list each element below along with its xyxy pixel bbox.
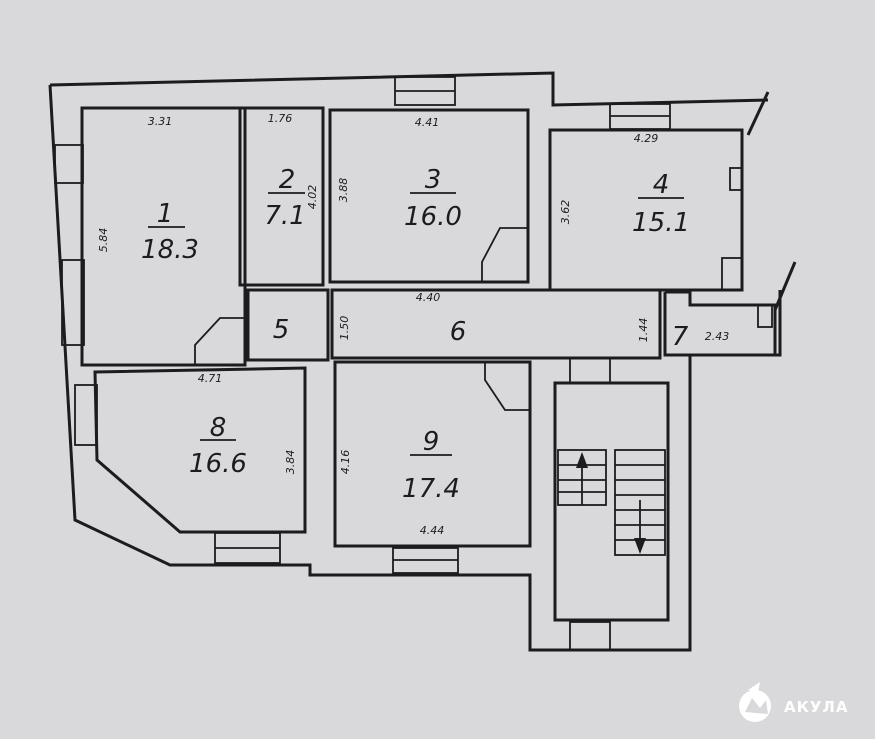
room-5-number: 5 <box>273 315 290 345</box>
outer-wall-break <box>773 261 797 311</box>
room-1-area: 18.3 <box>141 235 199 265</box>
room-1-number: 1 <box>157 199 174 229</box>
room-2-area: 7.1 <box>264 201 305 231</box>
room-6-outline <box>330 288 662 360</box>
room-2-width: 1.76 <box>268 112 293 125</box>
outer-wall-left <box>48 84 782 652</box>
arrow-down-icon-head <box>634 538 646 554</box>
label-dividers <box>148 192 684 456</box>
room-8-area: 16.6 <box>189 449 247 479</box>
room-9-number: 9 <box>423 427 440 457</box>
room-4-length: 3.62 <box>559 200 572 225</box>
room-3-length: 3.88 <box>337 178 350 203</box>
room-1-outline <box>80 106 247 367</box>
room-4-width: 4.29 <box>634 132 659 145</box>
room-8-length: 3.84 <box>284 450 297 475</box>
room-9-length: 4.16 <box>339 450 352 475</box>
room-7-outline <box>663 290 777 357</box>
room-9-corner <box>484 362 530 411</box>
room-2-length: 4.02 <box>306 185 319 210</box>
room-9-width: 4.44 <box>420 524 445 537</box>
room-3-area: 16.0 <box>404 202 462 232</box>
outer-wall-break <box>746 91 770 136</box>
room-6-right-length: 1.44 <box>637 318 650 343</box>
room-3-outline <box>328 108 530 284</box>
room-6-left-length: 1.50 <box>338 316 351 341</box>
room-3-width: 4.41 <box>415 116 440 129</box>
room-4-area: 15.1 <box>632 208 690 238</box>
room-8-outline <box>93 366 307 534</box>
room-1-corner <box>194 317 245 365</box>
room-8-width: 4.71 <box>198 372 223 385</box>
room-6-width: 4.40 <box>416 291 441 304</box>
room-4-number: 4 <box>653 170 670 200</box>
room-5-outline <box>246 288 330 362</box>
staircase <box>553 381 670 622</box>
room-1-length: 5.84 <box>97 228 110 253</box>
arrow-up-icon-head <box>576 452 588 468</box>
room-1-width: 3.31 <box>148 115 173 128</box>
room-7-width: 2.43 <box>705 330 730 343</box>
brand-watermark: АКУЛА <box>739 682 849 722</box>
room-6-number: 6 <box>450 317 467 347</box>
room-8-number: 8 <box>210 413 227 443</box>
room-2-outline <box>238 106 325 287</box>
brand-name: АКУЛА <box>784 698 849 716</box>
room-3-number: 3 <box>425 165 442 195</box>
room-2-number: 2 <box>279 165 296 195</box>
room-9-area: 17.4 <box>402 474 460 504</box>
room-3-corner <box>481 227 528 282</box>
room-9-outline <box>333 360 532 548</box>
outer-wall <box>49 71 769 107</box>
room-7-number: 7 <box>672 322 689 352</box>
